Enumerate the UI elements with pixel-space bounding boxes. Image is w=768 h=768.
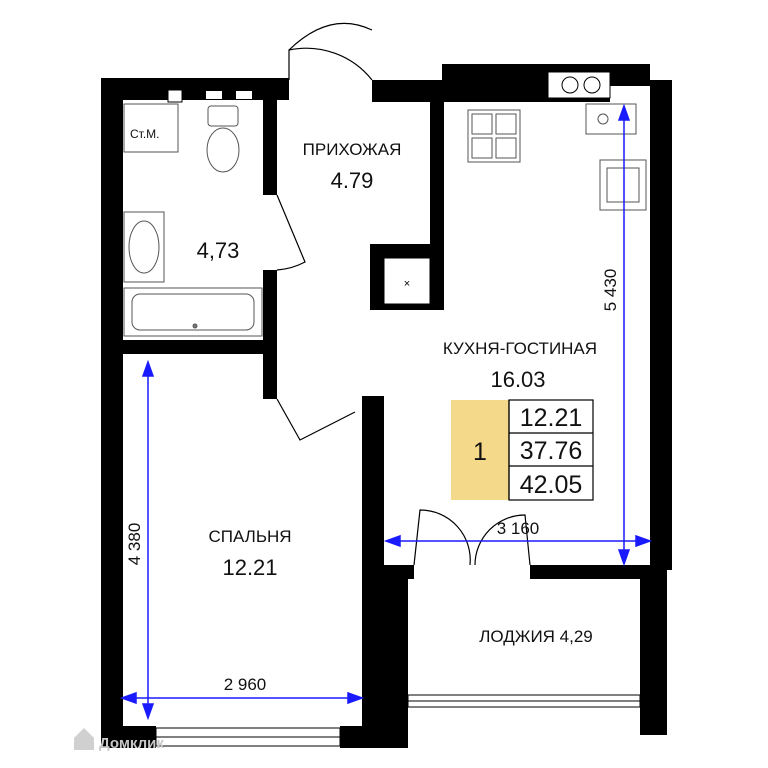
area-summary: 1 12.21 37.76 42.05 bbox=[451, 399, 594, 501]
hallway-name: ПРИХОЖАЯ bbox=[303, 140, 402, 159]
bathroom-area: 4,73 bbox=[197, 238, 240, 263]
walls bbox=[101, 64, 672, 748]
wall-right bbox=[650, 80, 672, 570]
wall-left bbox=[101, 78, 123, 748]
hallway-area: 4.79 bbox=[331, 168, 374, 193]
wall-hall-kitchen bbox=[430, 102, 444, 244]
bathtub-icon bbox=[123, 287, 263, 337]
stove-icon bbox=[467, 109, 521, 163]
dim-kitchen-width: 3 160 bbox=[497, 519, 540, 538]
wall-bottom-left bbox=[101, 726, 156, 748]
wall-loggia-right bbox=[640, 565, 667, 735]
bathroom-vents bbox=[167, 89, 252, 103]
wall-bath-hall-lower bbox=[263, 270, 277, 345]
dim-bedroom-width: 2 960 bbox=[224, 675, 267, 694]
shaft bbox=[383, 257, 431, 305]
loggia-name: ЛОДЖИЯ 4,29 bbox=[479, 627, 593, 646]
wall-bath-bedroom bbox=[123, 340, 277, 354]
bedroom-name: СПАЛЬНЯ bbox=[208, 527, 291, 546]
kitchen-name: КУХНЯ-ГОСТИНАЯ bbox=[443, 339, 597, 358]
bedroom-area: 12.21 bbox=[222, 555, 277, 580]
wall-loggia-left bbox=[384, 565, 408, 745]
wall-top-kitchen-corner bbox=[610, 64, 650, 86]
bathroom-door-swing bbox=[276, 194, 306, 271]
loggia-door-right bbox=[474, 514, 531, 566]
watermark: Домклик bbox=[74, 728, 164, 752]
wall-loggia-top-right bbox=[530, 565, 650, 579]
wall-top-hall bbox=[372, 80, 442, 102]
house-logo-icon bbox=[74, 728, 94, 750]
dim-bedroom-height: 4 380 bbox=[125, 523, 144, 566]
rooms-count-cell bbox=[451, 400, 509, 500]
total-area: 37.76 bbox=[520, 437, 583, 465]
total-with-loggia: 42.05 bbox=[520, 471, 583, 499]
wall-bath-hall-upper bbox=[263, 100, 277, 195]
shaft-mark: × bbox=[404, 278, 410, 290]
windows bbox=[155, 71, 641, 747]
area-cells bbox=[508, 399, 594, 501]
loggia-door-left bbox=[413, 509, 471, 566]
rooms-count: 1 bbox=[473, 438, 487, 466]
fixtures bbox=[123, 103, 647, 337]
doors bbox=[276, 22, 531, 566]
fridge-icon bbox=[599, 159, 647, 211]
sink-icon bbox=[123, 211, 165, 283]
washer-icon bbox=[123, 103, 179, 153]
bedroom-door-swing bbox=[276, 398, 356, 441]
entrance-door-swing bbox=[288, 47, 373, 81]
wall-bedroom-kitchen bbox=[362, 396, 384, 748]
washer-label: Ст.М. bbox=[130, 127, 160, 141]
wall-top-bathroom bbox=[101, 78, 289, 100]
wall-bedroom-hall bbox=[263, 354, 277, 399]
kitchen-window bbox=[547, 71, 611, 99]
living-area: 12.21 bbox=[520, 404, 583, 432]
kitchen-area: 16.03 bbox=[490, 367, 545, 392]
dimension-lines bbox=[119, 103, 653, 721]
dim-kitchen-height: 5 430 bbox=[601, 269, 620, 312]
wall-loggia-top-left bbox=[384, 565, 414, 579]
toilet-icon bbox=[206, 105, 240, 173]
watermark-text: Домклик bbox=[99, 735, 164, 752]
